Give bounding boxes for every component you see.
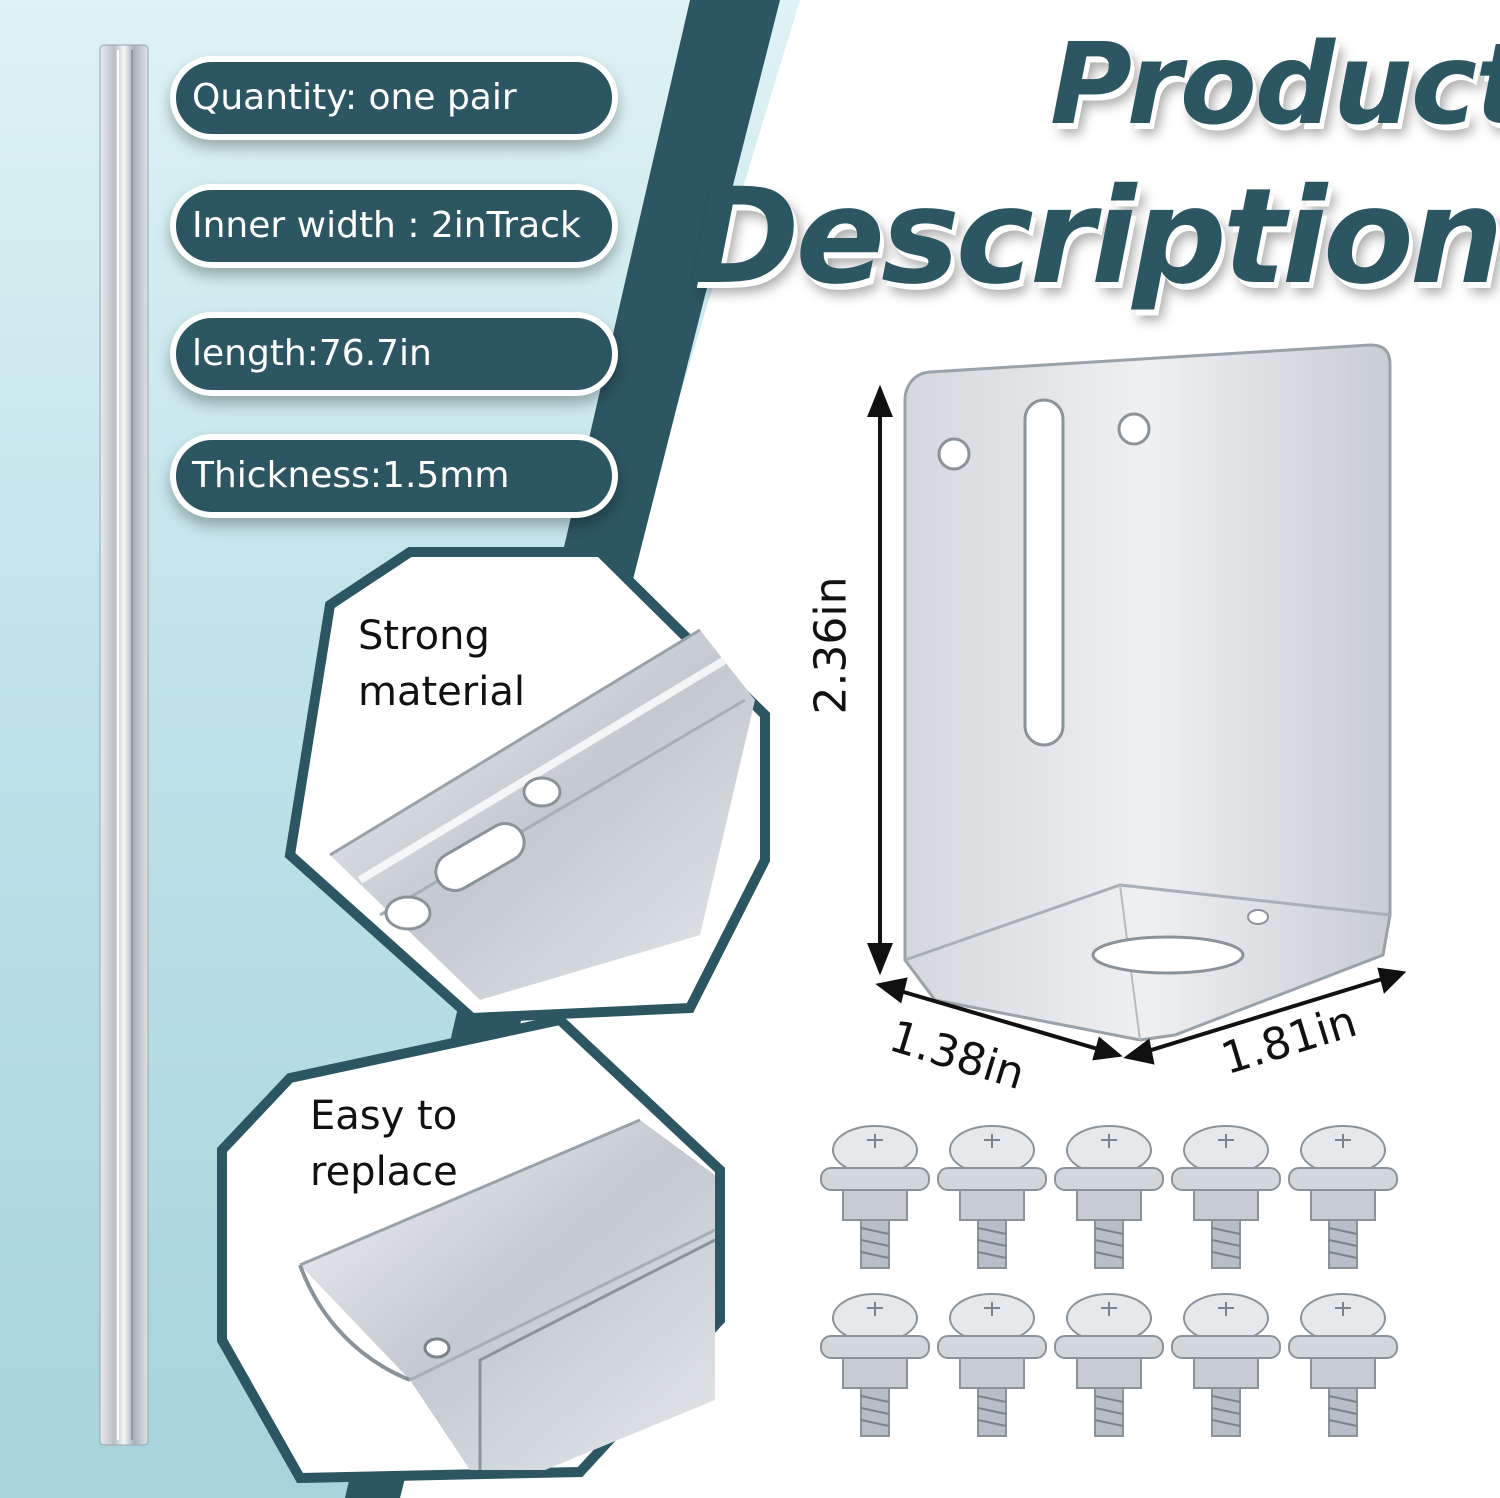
screw-with-washer-icon [820, 1125, 930, 1269]
strong-material-hexagon [284, 547, 770, 1024]
screw-with-washer-icon [937, 1125, 1047, 1269]
feature-easy-replace: Easy to replace [310, 1088, 458, 1200]
track-end-image [298, 1118, 716, 1470]
l-bracket-icon [903, 343, 1392, 1042]
steel-track-rail-icon [99, 44, 149, 1446]
feature-replace-line1: Easy to [310, 1093, 458, 1139]
screw-with-washer-icon [1288, 1125, 1398, 1269]
easy-to-replace-hexagon [217, 1014, 725, 1484]
feature-replace-line2: replace [310, 1149, 458, 1195]
screw-with-washer-icon [820, 1293, 930, 1437]
spec-quantity: Quantity: one pair [170, 56, 618, 140]
spec-thickness: Thickness:1.5mm [170, 434, 618, 518]
spec-length: length:76.7in [170, 312, 618, 396]
title-product: Product [1050, 20, 1500, 150]
spec-inner-width: Inner width : 2inTrack [170, 184, 618, 268]
feature-strong-line2: material [358, 669, 525, 715]
screws-svg [820, 1125, 1398, 1437]
screw-with-washer-icon [1171, 1125, 1281, 1269]
screw-with-washer-icon [1054, 1125, 1164, 1269]
feature-strong-line1: Strong [358, 613, 490, 659]
dimension-height-label: 2.36in [805, 576, 857, 715]
track-closeup-image [329, 628, 755, 1000]
dimension-arrows [867, 384, 1407, 1065]
screw-with-washer-icon [1288, 1293, 1398, 1437]
screw-with-washer-icon [1054, 1293, 1164, 1437]
feature-strong-material: Strong material [358, 608, 525, 720]
screw-with-washer-icon [1171, 1293, 1281, 1437]
screws-grid [815, 1120, 1425, 1460]
title-description: Description [690, 160, 1500, 314]
screw-with-washer-icon [937, 1293, 1047, 1437]
